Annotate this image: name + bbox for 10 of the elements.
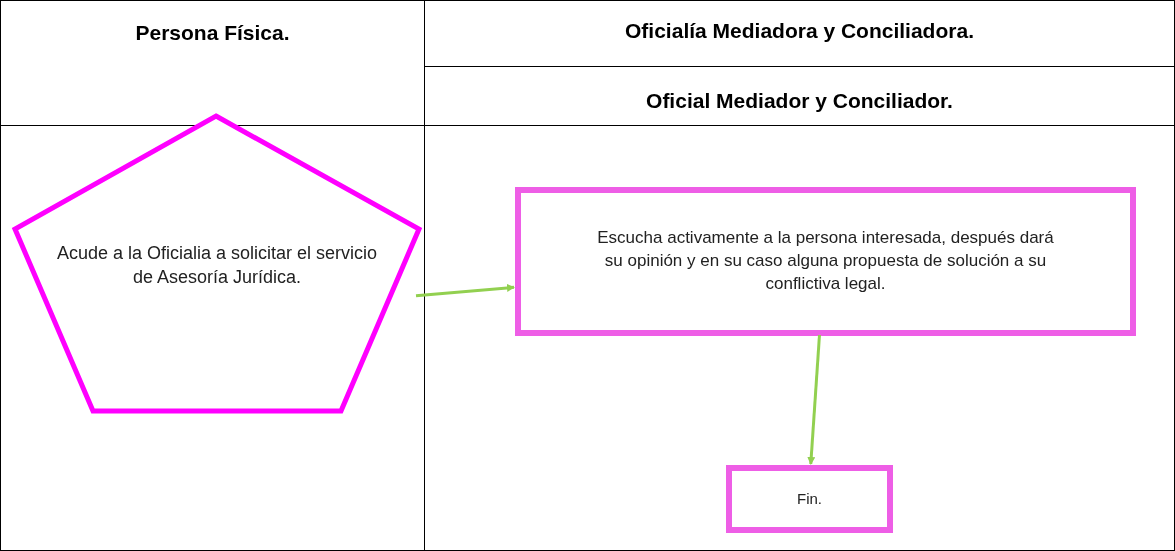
arrow bbox=[807, 334, 821, 465]
lane-heading: Persona Física. bbox=[135, 21, 290, 45]
swimlane-column bbox=[0, 0, 425, 551]
process-box: Escucha activamente a la persona interesada, después dará su opinión y en su caso alguna propuesta de solución a su conflictiva legal. bbox=[515, 187, 1136, 336]
end-box: Fin. bbox=[726, 465, 893, 533]
lane-heading: Oficialía Mediadora y Conciliadora. bbox=[625, 19, 974, 43]
step-text: Acude a la Oficialia a solicitar el servicio de Asesoría Jurídica. bbox=[55, 242, 379, 290]
lane-heading: Oficial Mediador y Conciliador. bbox=[646, 89, 953, 113]
arrow bbox=[415, 283, 515, 298]
swimlane-column bbox=[424, 0, 1175, 551]
